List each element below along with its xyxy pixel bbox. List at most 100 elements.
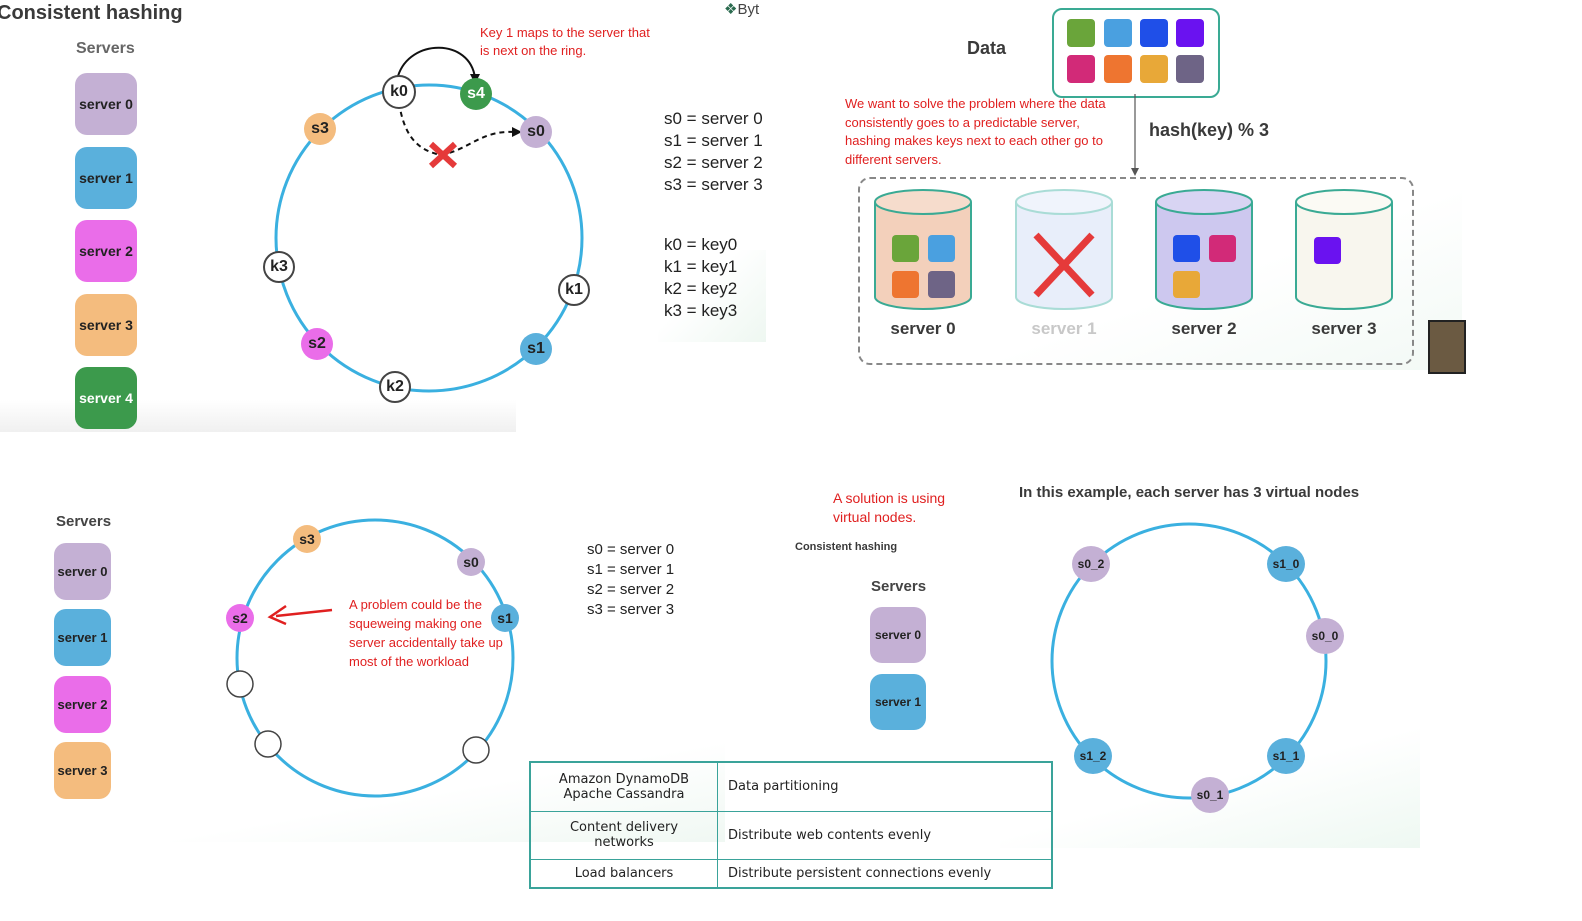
cylinder-server-3	[1295, 189, 1393, 310]
use-case-system: Load balancers	[529, 859, 718, 889]
skew-pointer-arrow	[275, 608, 333, 618]
ring-node-k2: k2	[379, 371, 411, 403]
dashed-arrowhead	[512, 127, 522, 137]
table-row: Load balancers Distribute persistent con…	[529, 859, 1053, 889]
ring-node-s1: s1	[491, 604, 519, 632]
mapping-line: k0 = key0	[664, 235, 738, 254]
ring-node-k3: k3	[263, 251, 295, 283]
logo-text: Byt	[737, 1, 760, 18]
data-key-square	[1104, 19, 1132, 47]
cylinder-label: server 0	[890, 319, 956, 338]
diagram-title: Consistent hashing	[0, 2, 183, 24]
panel-consistent-hashing-ring	[0, 0, 516, 432]
vnode-s0-1: s0_1	[1191, 777, 1229, 813]
ring-node-s4: s4	[460, 78, 492, 110]
table-row: Amazon DynamoDB Apache Cassandra Data pa…	[529, 761, 1053, 812]
server-1-box: server 1	[870, 674, 926, 730]
mapping-line: s3 = server 3	[664, 175, 763, 194]
data-key-square	[1067, 55, 1095, 83]
data-key-square	[1067, 19, 1095, 47]
hash-formula: hash(key) % 3	[1149, 120, 1270, 140]
virtual-nodes-heading: In this example, each server has 3 virtu…	[1019, 484, 1360, 501]
mapping-line: k3 = key3	[664, 301, 738, 320]
server-0-box: server 0	[870, 607, 926, 663]
ring-node-s3: s3	[293, 525, 321, 553]
old-mapping-dashed-arrow	[398, 102, 516, 157]
vnode-s1-0: s1_0	[1267, 546, 1305, 582]
use-case-system: Content delivery networks	[529, 810, 718, 861]
presenter-thumbnail	[1428, 320, 1466, 374]
modulo-problem-note: We want to solve the problem where the d…	[845, 96, 1106, 167]
mapping-line: s1 = server 1	[587, 561, 675, 578]
data-key-square	[1176, 19, 1204, 47]
cylinder-server-2	[1155, 189, 1253, 310]
skew-problem-annotation: A problem could be the squeweing making …	[349, 597, 503, 669]
ring-circle	[274, 83, 584, 393]
data-key-square	[1104, 55, 1132, 83]
server-label: server 2	[79, 243, 133, 259]
servers-heading: Servers	[76, 40, 135, 57]
hash-ring-1	[274, 46, 584, 393]
ring-node-k1: k1	[558, 274, 590, 306]
server-1-box: server 1	[54, 609, 111, 666]
empty-slot	[226, 670, 254, 698]
mapping-line: s2 = server 2	[664, 153, 763, 172]
key-mapping-list: k0 = key0 k1 = key1 k2 = key2 k3 = key3	[664, 234, 737, 322]
servers-dashed-box	[858, 177, 1414, 365]
server-label: server 1	[874, 695, 922, 709]
servers-heading: Servers	[56, 513, 112, 530]
data-key-square	[1140, 55, 1168, 83]
cylinder-label: server 2	[1171, 319, 1237, 338]
server-3-box: server 3	[54, 742, 111, 799]
empty-slot	[462, 736, 490, 764]
ring-circle	[1050, 522, 1328, 800]
use-cases-table: Amazon DynamoDB Apache Cassandra Data pa…	[529, 761, 1053, 889]
server-label: server 1	[79, 170, 133, 186]
mapping-line: s1 = server 1	[664, 131, 763, 150]
removed-mark-icon	[428, 141, 458, 169]
ring-node-s1: s1	[520, 333, 552, 365]
virtual-nodes-note: A solution is using virtual nodes.	[833, 490, 946, 525]
cylinder-server-1	[1015, 189, 1113, 310]
remap-arrow	[397, 46, 476, 79]
vnode-s1-2: s1_2	[1074, 738, 1112, 774]
mapping-line: k1 = key1	[664, 257, 738, 276]
server-label: server 1	[57, 630, 108, 645]
server-1-box: server 1	[75, 147, 137, 209]
server-mapping-list: s0 = server 0 s1 = server 1 s2 = server …	[664, 108, 763, 196]
ring-node-s0: s0	[520, 116, 552, 148]
ring-node-s2: s2	[301, 328, 333, 360]
cylinder-server-0	[874, 189, 972, 310]
server-label: server 2	[57, 697, 108, 712]
vnode-s0-2: s0_2	[1072, 546, 1110, 582]
empty-slot	[254, 730, 282, 758]
server-label: server 0	[79, 96, 133, 112]
vnode-s0-0: s0_0	[1306, 618, 1344, 654]
server-2-box: server 2	[54, 676, 111, 733]
ring-circle	[235, 518, 515, 798]
server-label: server 3	[57, 763, 108, 778]
hash-ring-2	[226, 518, 515, 798]
hash-arrow	[1131, 94, 1139, 176]
server-2-box: server 2	[75, 220, 137, 282]
server-label: server 4	[79, 390, 133, 406]
server-0-box: server 0	[75, 73, 137, 135]
mapping-line: s0 = server 0	[587, 541, 675, 558]
mapping-line: k2 = key2	[664, 279, 738, 298]
server-label: server 3	[79, 317, 133, 333]
server-cylinders	[874, 189, 1393, 310]
vnode-s1-1: s1_1	[1267, 738, 1305, 774]
remap-annotation: Key 1 maps to the server that is next on…	[480, 25, 650, 58]
watermark-logo: ❖Byt	[724, 0, 759, 18]
ring-node-s3: s3	[304, 113, 336, 145]
skew-pointer-arrowhead	[267, 604, 287, 626]
use-case-system: Amazon DynamoDB Apache Cassandra	[529, 761, 718, 812]
use-case-purpose: Data partitioning	[717, 761, 1053, 812]
cylinder-label: server 3	[1311, 319, 1377, 338]
cylinder-label: server 1	[1031, 319, 1097, 338]
ring-node-s0: s0	[457, 548, 485, 576]
mapping-line: s3 = server 3	[587, 601, 675, 618]
mini-diagram-title: Consistent hashing	[795, 541, 898, 553]
data-key-square	[1140, 19, 1168, 47]
server-4-box: server 4	[75, 367, 137, 429]
